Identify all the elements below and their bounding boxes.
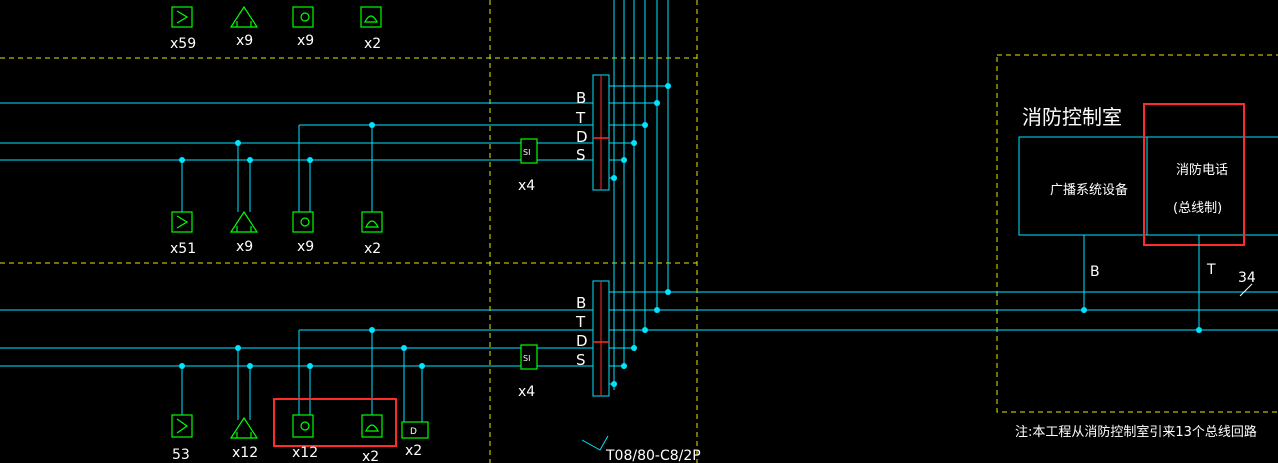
room-title: 消防控制室	[1022, 105, 1122, 129]
mid-count-alarm: x9	[297, 239, 314, 255]
bus-letter-s: S	[576, 351, 586, 369]
input-module-icon	[401, 421, 429, 439]
mid-count-smoke: x51	[170, 241, 196, 257]
isolator-middle: SI x4	[518, 138, 538, 194]
bot-count-module: x2	[405, 443, 422, 459]
wire-count: 34	[1238, 270, 1256, 286]
bus-letter-t: T	[575, 313, 586, 331]
fire-phone-title: 消防电话	[1176, 162, 1228, 178]
highlight-box-bottom	[273, 398, 397, 447]
bottom-bus-wires	[0, 309, 593, 422]
bus-letter-b: B	[576, 294, 586, 312]
middle-bus-wires	[0, 102, 593, 212]
short-circuit-isolator-icon	[520, 344, 538, 370]
top-count-alarm: x9	[297, 33, 314, 49]
input-module-label: D	[410, 427, 417, 437]
highlight-box-fire-phone	[1143, 103, 1245, 246]
heat-detector-icon	[229, 416, 259, 439]
bottom-device-row: D 53 x12 x12 x2 x2	[171, 398, 429, 463]
fire-phone-subtitle: (总线制)	[1173, 201, 1222, 216]
bus-b-label: B	[1090, 264, 1100, 280]
manual-alarm-button-icon	[292, 211, 314, 233]
footnote: 注:本工程从消防控制室引来13个总线回路	[1015, 424, 1257, 440]
smoke-detector-icon	[171, 211, 193, 233]
isolator-count: x4	[518, 178, 535, 194]
smoke-detector-symbol	[176, 418, 189, 434]
isolator-bottom: SI x4	[518, 344, 538, 400]
terminal-block-middle: B T D S	[575, 74, 610, 191]
bot-count-heat: x12	[232, 445, 258, 461]
heat-detector-icon	[229, 5, 259, 28]
cable-spec: T08/80-C8/2P	[605, 448, 701, 463]
isolator-label: SI	[523, 354, 530, 363]
top-device-row: x59 x9 x9 x2	[170, 5, 382, 52]
mid-count-phone: x2	[364, 241, 381, 257]
riser-lines	[609, 0, 671, 390]
fire-control-room: 消防控制室 广播系统设备 消防电话 (总线制) B T 34 注:本工程从消防控…	[1015, 103, 1278, 440]
smoke-detector-symbol	[176, 215, 189, 229]
bus-letter-d: D	[576, 128, 588, 146]
fire-phone-symbol	[365, 424, 379, 432]
terminal-block-bottom: B T D S	[575, 280, 1278, 397]
smoke-detector-symbol	[176, 10, 189, 24]
middle-device-row: x51 x9 x9 x2	[170, 210, 383, 257]
mid-count-heat: x9	[236, 239, 253, 255]
manual-alarm-symbol	[300, 12, 310, 22]
fire-phone-icon	[361, 211, 383, 233]
isolator-label: SI	[523, 148, 530, 157]
bus-letter-d: D	[576, 332, 588, 350]
fire-phone-icon	[360, 6, 382, 28]
manual-alarm-button-icon	[292, 414, 314, 438]
manual-alarm-symbol	[300, 421, 310, 431]
fire-phone-symbol	[364, 15, 378, 23]
short-circuit-isolator-icon	[520, 138, 538, 164]
cable-note: T08/80-C8/2P	[581, 435, 701, 463]
bot-count-alarm: x12	[292, 445, 318, 461]
heat-detector-icon	[229, 210, 259, 233]
bot-count-smoke: 53	[172, 447, 190, 463]
fire-phone-symbol	[365, 220, 379, 228]
equipment-panel	[1018, 136, 1278, 236]
smoke-detector-icon	[171, 6, 193, 28]
manual-alarm-symbol	[300, 217, 310, 227]
bus-letter-t: T	[575, 109, 586, 127]
bot-count-phone: x2	[362, 449, 379, 463]
top-count-heat: x9	[236, 33, 253, 49]
fire-phone-icon	[361, 414, 383, 438]
isolator-count: x4	[518, 384, 535, 400]
bus-letter-b: B	[576, 89, 586, 107]
manual-alarm-button-icon	[292, 6, 314, 28]
bus-t-label: T	[1206, 262, 1216, 278]
bus-letter-s: S	[576, 146, 586, 164]
smoke-detector-icon	[171, 414, 193, 438]
top-count-smoke: x59	[170, 36, 196, 52]
broadcast-equipment: 广播系统设备	[1050, 182, 1128, 198]
top-count-phone: x2	[364, 36, 381, 52]
